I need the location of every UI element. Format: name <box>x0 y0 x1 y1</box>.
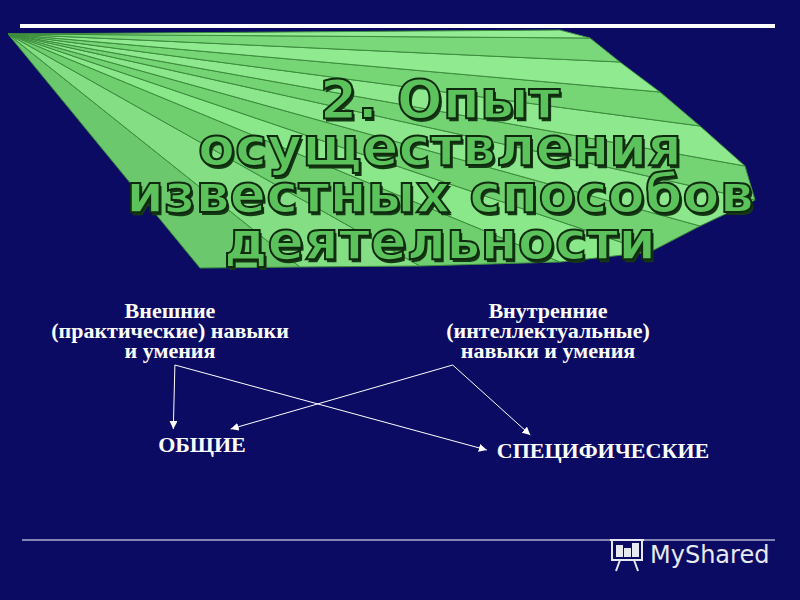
node-text: Внутренние (интеллектуальные) навыки и у… <box>442 301 654 361</box>
text-node: ОБЩИЕ <box>154 435 250 455</box>
arrow-connector <box>453 365 531 435</box>
text-node: Внутренние (интеллектуальные) навыки и у… <box>442 301 654 361</box>
watermark-icon <box>610 540 644 571</box>
text-node: СПЕЦИФИЧЕСКИЕ <box>493 441 713 461</box>
arrow-connector <box>231 365 453 429</box>
slide-title: 2. Опыт осуществления известных способов… <box>60 76 800 264</box>
text-node: Внешние (практические) навыки и умения <box>47 301 293 361</box>
node-text: Внешние (практические) навыки и умения <box>47 301 293 361</box>
node-text: СПЕЦИФИЧЕСКИЕ <box>493 441 713 461</box>
arrow-connector <box>173 365 175 429</box>
top-rule <box>20 24 775 28</box>
node-text: ОБЩИЕ <box>154 435 250 455</box>
watermark: MyShared <box>648 541 771 569</box>
